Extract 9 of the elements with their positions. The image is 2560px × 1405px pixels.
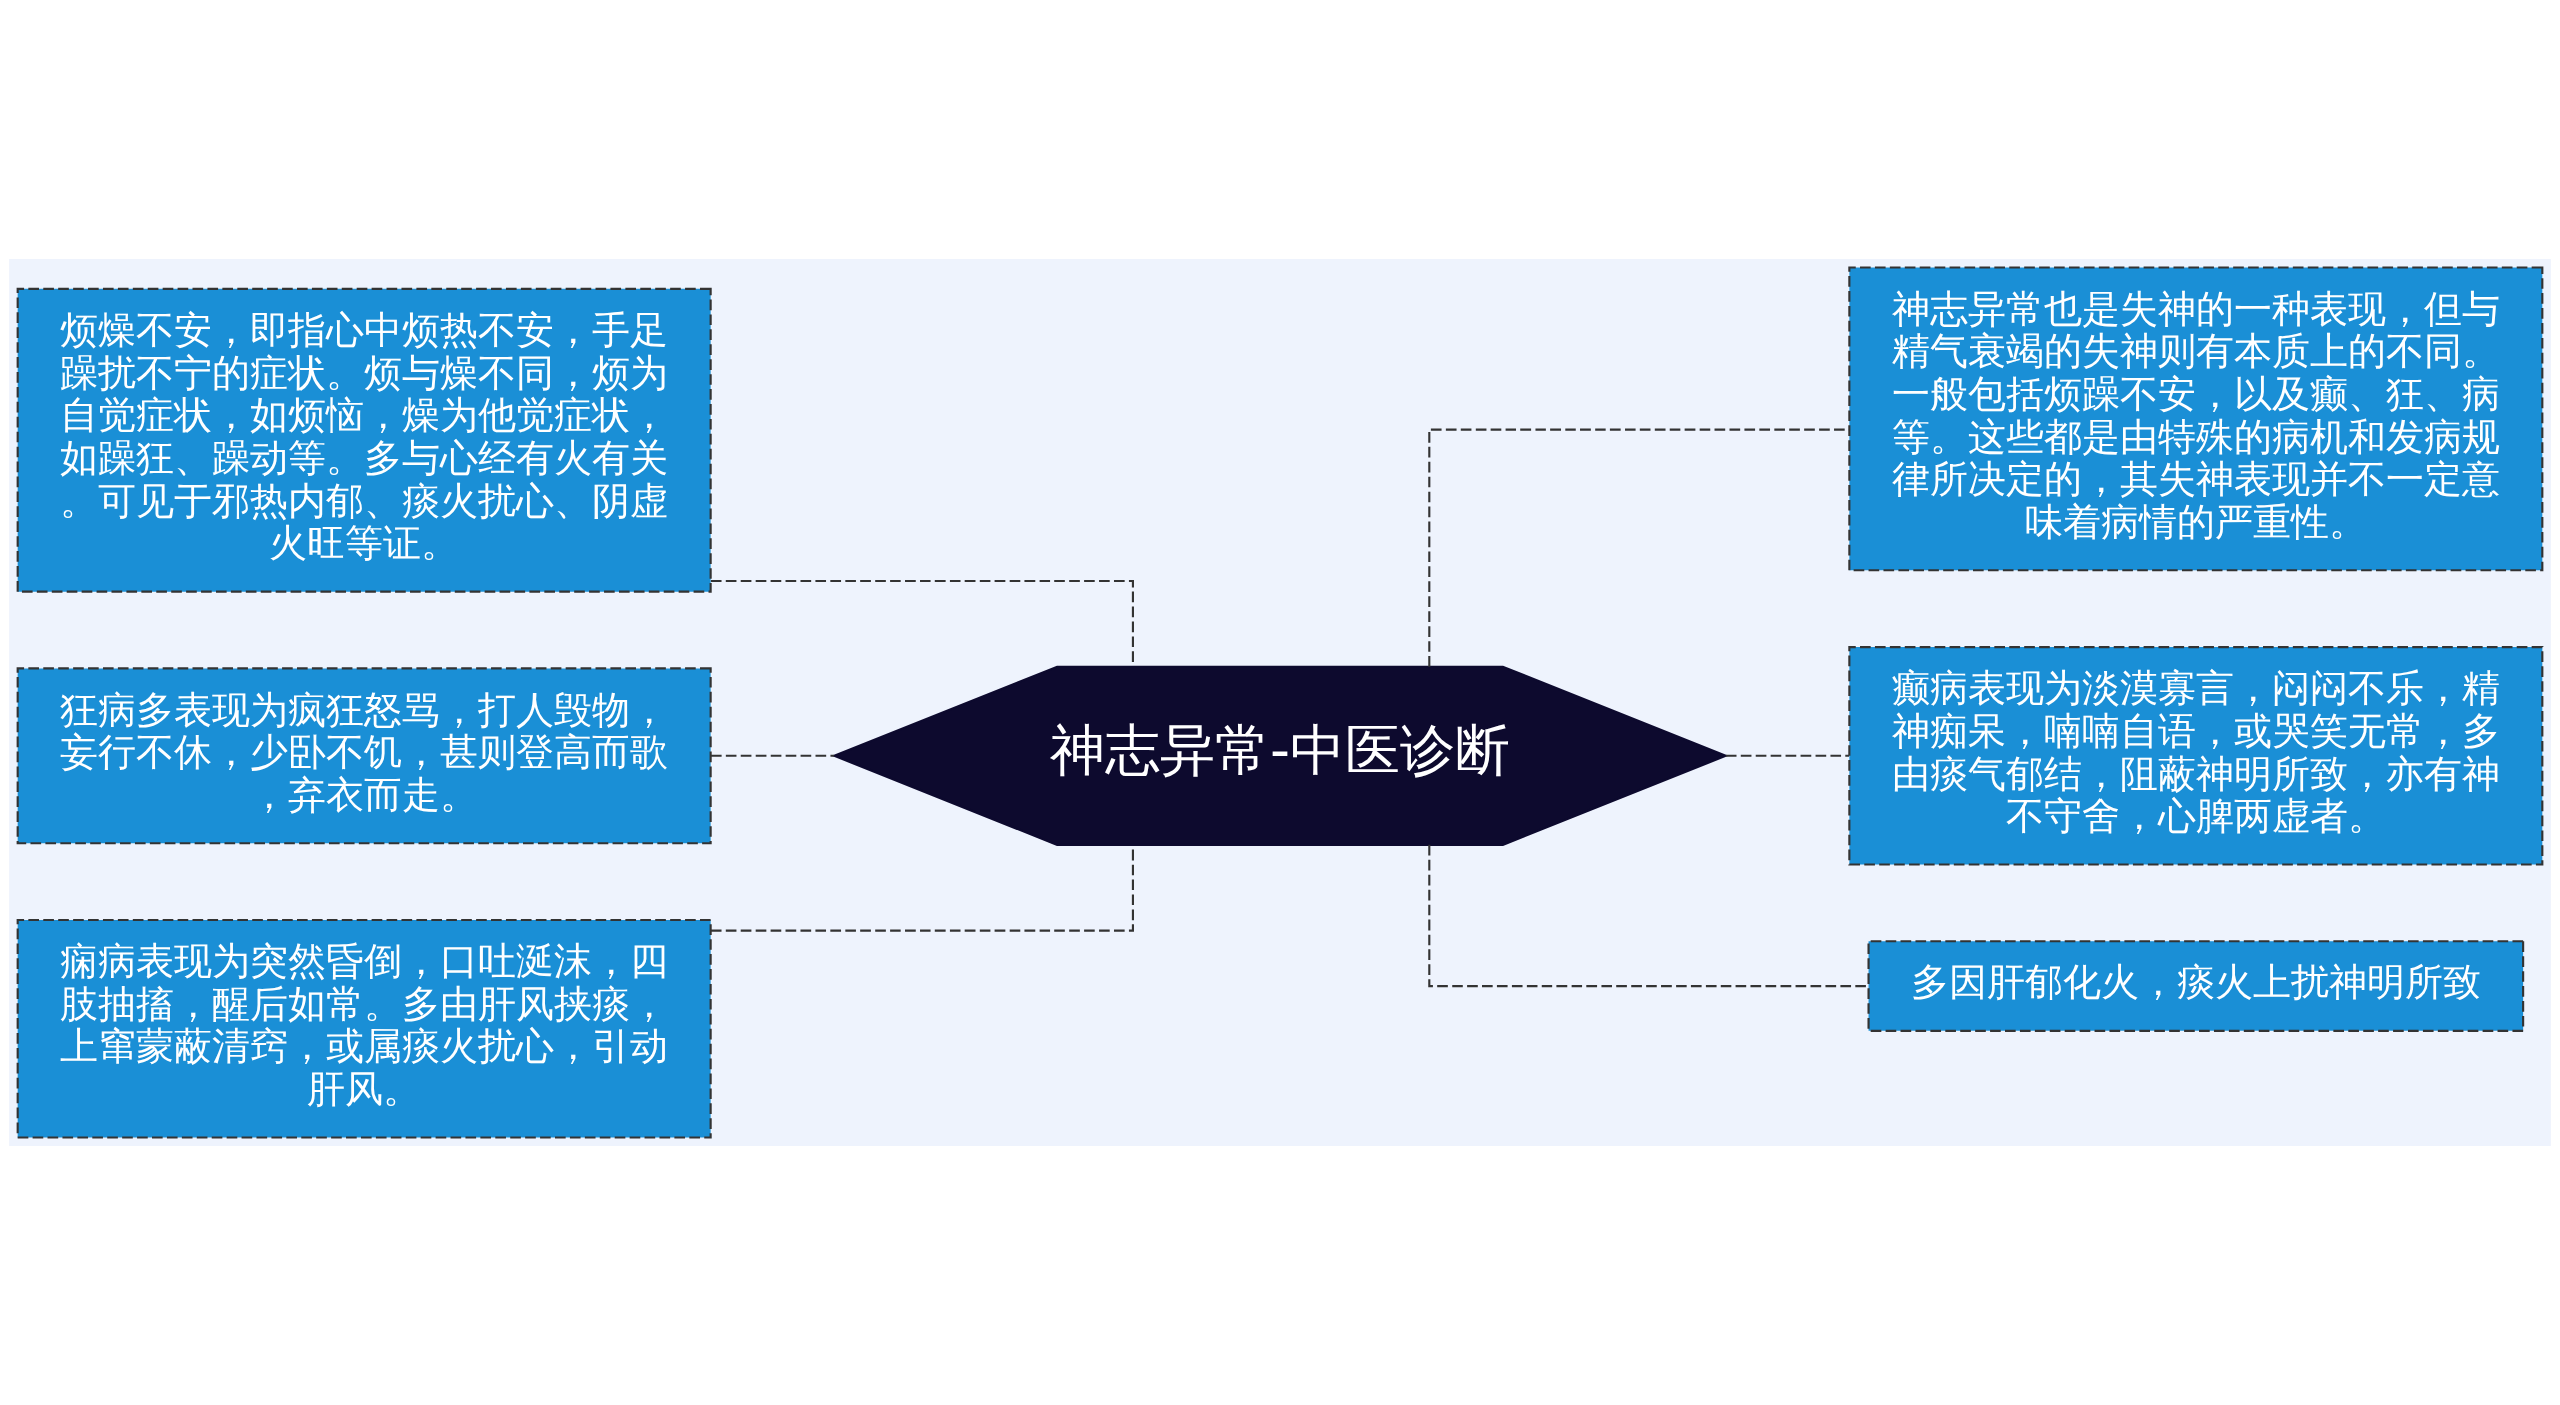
node-box: 多因肝郁化火，痰火上扰神明所致 [1867,940,2525,1032]
connector [711,754,835,757]
node-box: 狂病多表现为疯狂怒骂，打人毁物，妄行不休，少卧不饥，甚则登高而歌，弃衣而走。 [16,667,712,845]
connector [1428,844,1869,988]
node-box: 神志异常也是失神的一种表现，但与精气衰竭的失神则有本质上的不同。一般包括烦躁不安，以及癫、狂、病等。这些都是由特殊的病机和发病规律所决定的，其失神表现并不一定意味着病情的严重性。 [1848,266,2544,572]
connector [1725,754,1850,757]
node-box: 癫病表现为淡漠寡言，闷闷不乐，精神痴呆，喃喃自语，或哭笑无常，多由痰气郁结，阻蔽神明所致，亦有神不守舍，心脾两虚者。 [1848,646,2544,866]
node-box: 痫病表现为突然昏倒，口吐涎沫，四肢抽搐，醒后如常。多由肝风挟痰，上窜蒙蔽清窍，或属痰火扰心，引动肝风。 [16,918,712,1139]
node-box: 烦燥不安，即指心中烦热不安，手足躁扰不宁的症状。烦与燥不同，烦为自觉症状，如烦恼，燥为他觉症状，如躁狂、躁动等。多与心经有火有关。可见于邪热内郁、痰火扰心、阴虚火旺等证。 [16,287,712,593]
